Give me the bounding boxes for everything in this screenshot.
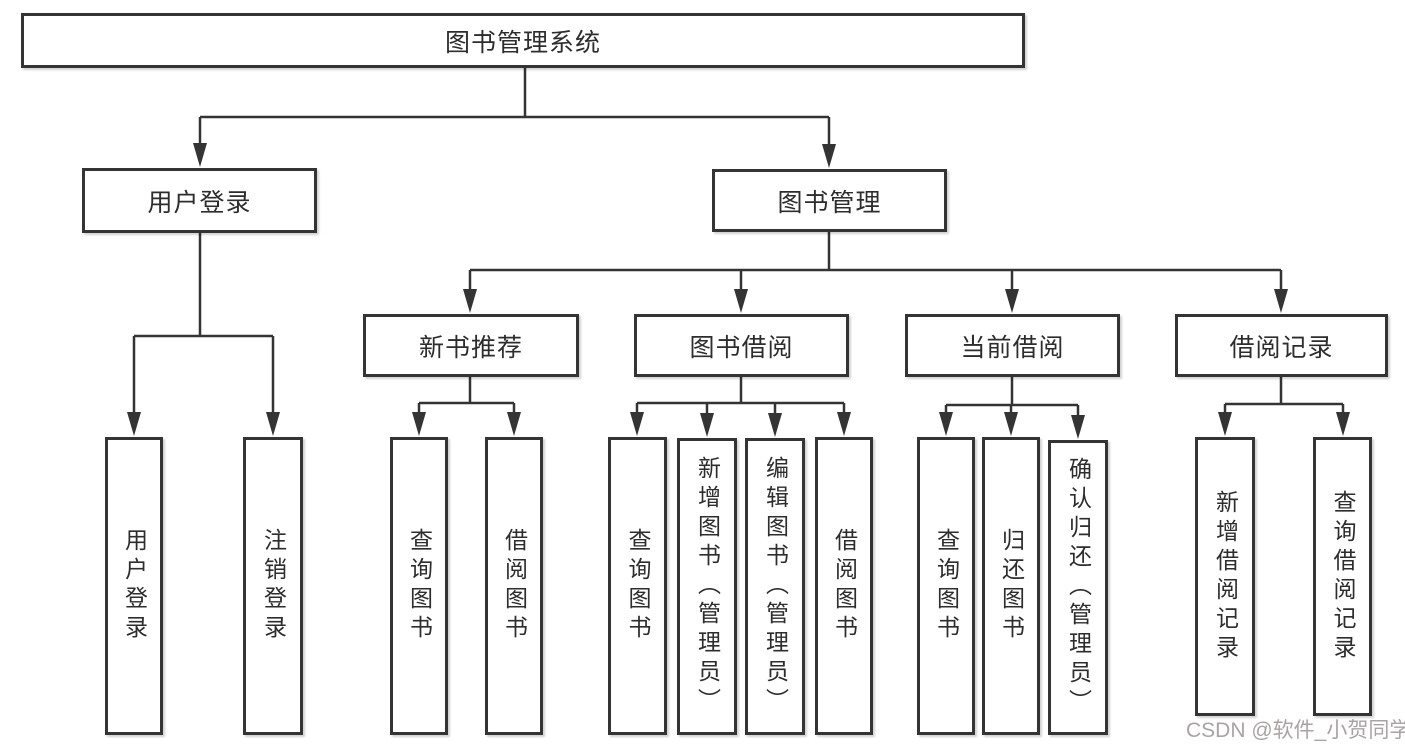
arrowheads — [127, 143, 1350, 439]
connector-book-borrowing-children — [635, 377, 846, 416]
node-user-login: 用户登录 — [82, 168, 317, 233]
leaf-nbr-query-books: 查询图书 — [390, 437, 448, 735]
leaf-cb-query-books: 查询图书 — [917, 437, 975, 735]
leaf-user-login: 用户登录 — [105, 437, 163, 735]
connector-borrow-records-children — [1223, 377, 1345, 416]
leaf-cb-return-books: 归还图书 — [982, 437, 1040, 735]
leaf-logout-login: 注销登录 — [243, 437, 303, 735]
node-book-borrowing: 图书借阅 — [634, 314, 849, 377]
connector-root-to-level2 — [198, 68, 831, 148]
connector-user-login-children — [132, 233, 275, 416]
node-borrow-records: 借阅记录 — [1175, 314, 1388, 377]
leaf-br-query-borrow-record: 查询借阅记录 — [1313, 437, 1372, 716]
leaf-bb-query-books: 查询图书 — [608, 437, 667, 735]
connector-book-management-children — [468, 232, 1283, 292]
leaf-cb-confirm-return-admin: 确认归还（管理员） — [1048, 440, 1108, 735]
csdn-watermark: CSDN @软件_小贺同学 — [1186, 719, 1405, 742]
leaf-br-add-borrow-record: 新增借阅记录 — [1195, 437, 1255, 716]
leaf-bb-add-books-admin: 新增图书（管理员） — [677, 438, 737, 735]
node-root: 图书管理系统 — [21, 13, 1025, 68]
node-book-management: 图书管理 — [712, 169, 947, 232]
leaf-bb-borrow-books: 借阅图书 — [815, 437, 873, 735]
connector-new-book-recommend-children — [417, 377, 516, 416]
leaf-bb-edit-books-admin: 编辑图书（管理员） — [745, 438, 805, 735]
node-new-book-recommend: 新书推荐 — [363, 314, 579, 377]
node-current-borrowing: 当前借阅 — [905, 314, 1120, 377]
connector-current-borrowing-children — [944, 377, 1080, 418]
leaf-nbr-borrow-books: 借阅图书 — [485, 437, 543, 735]
